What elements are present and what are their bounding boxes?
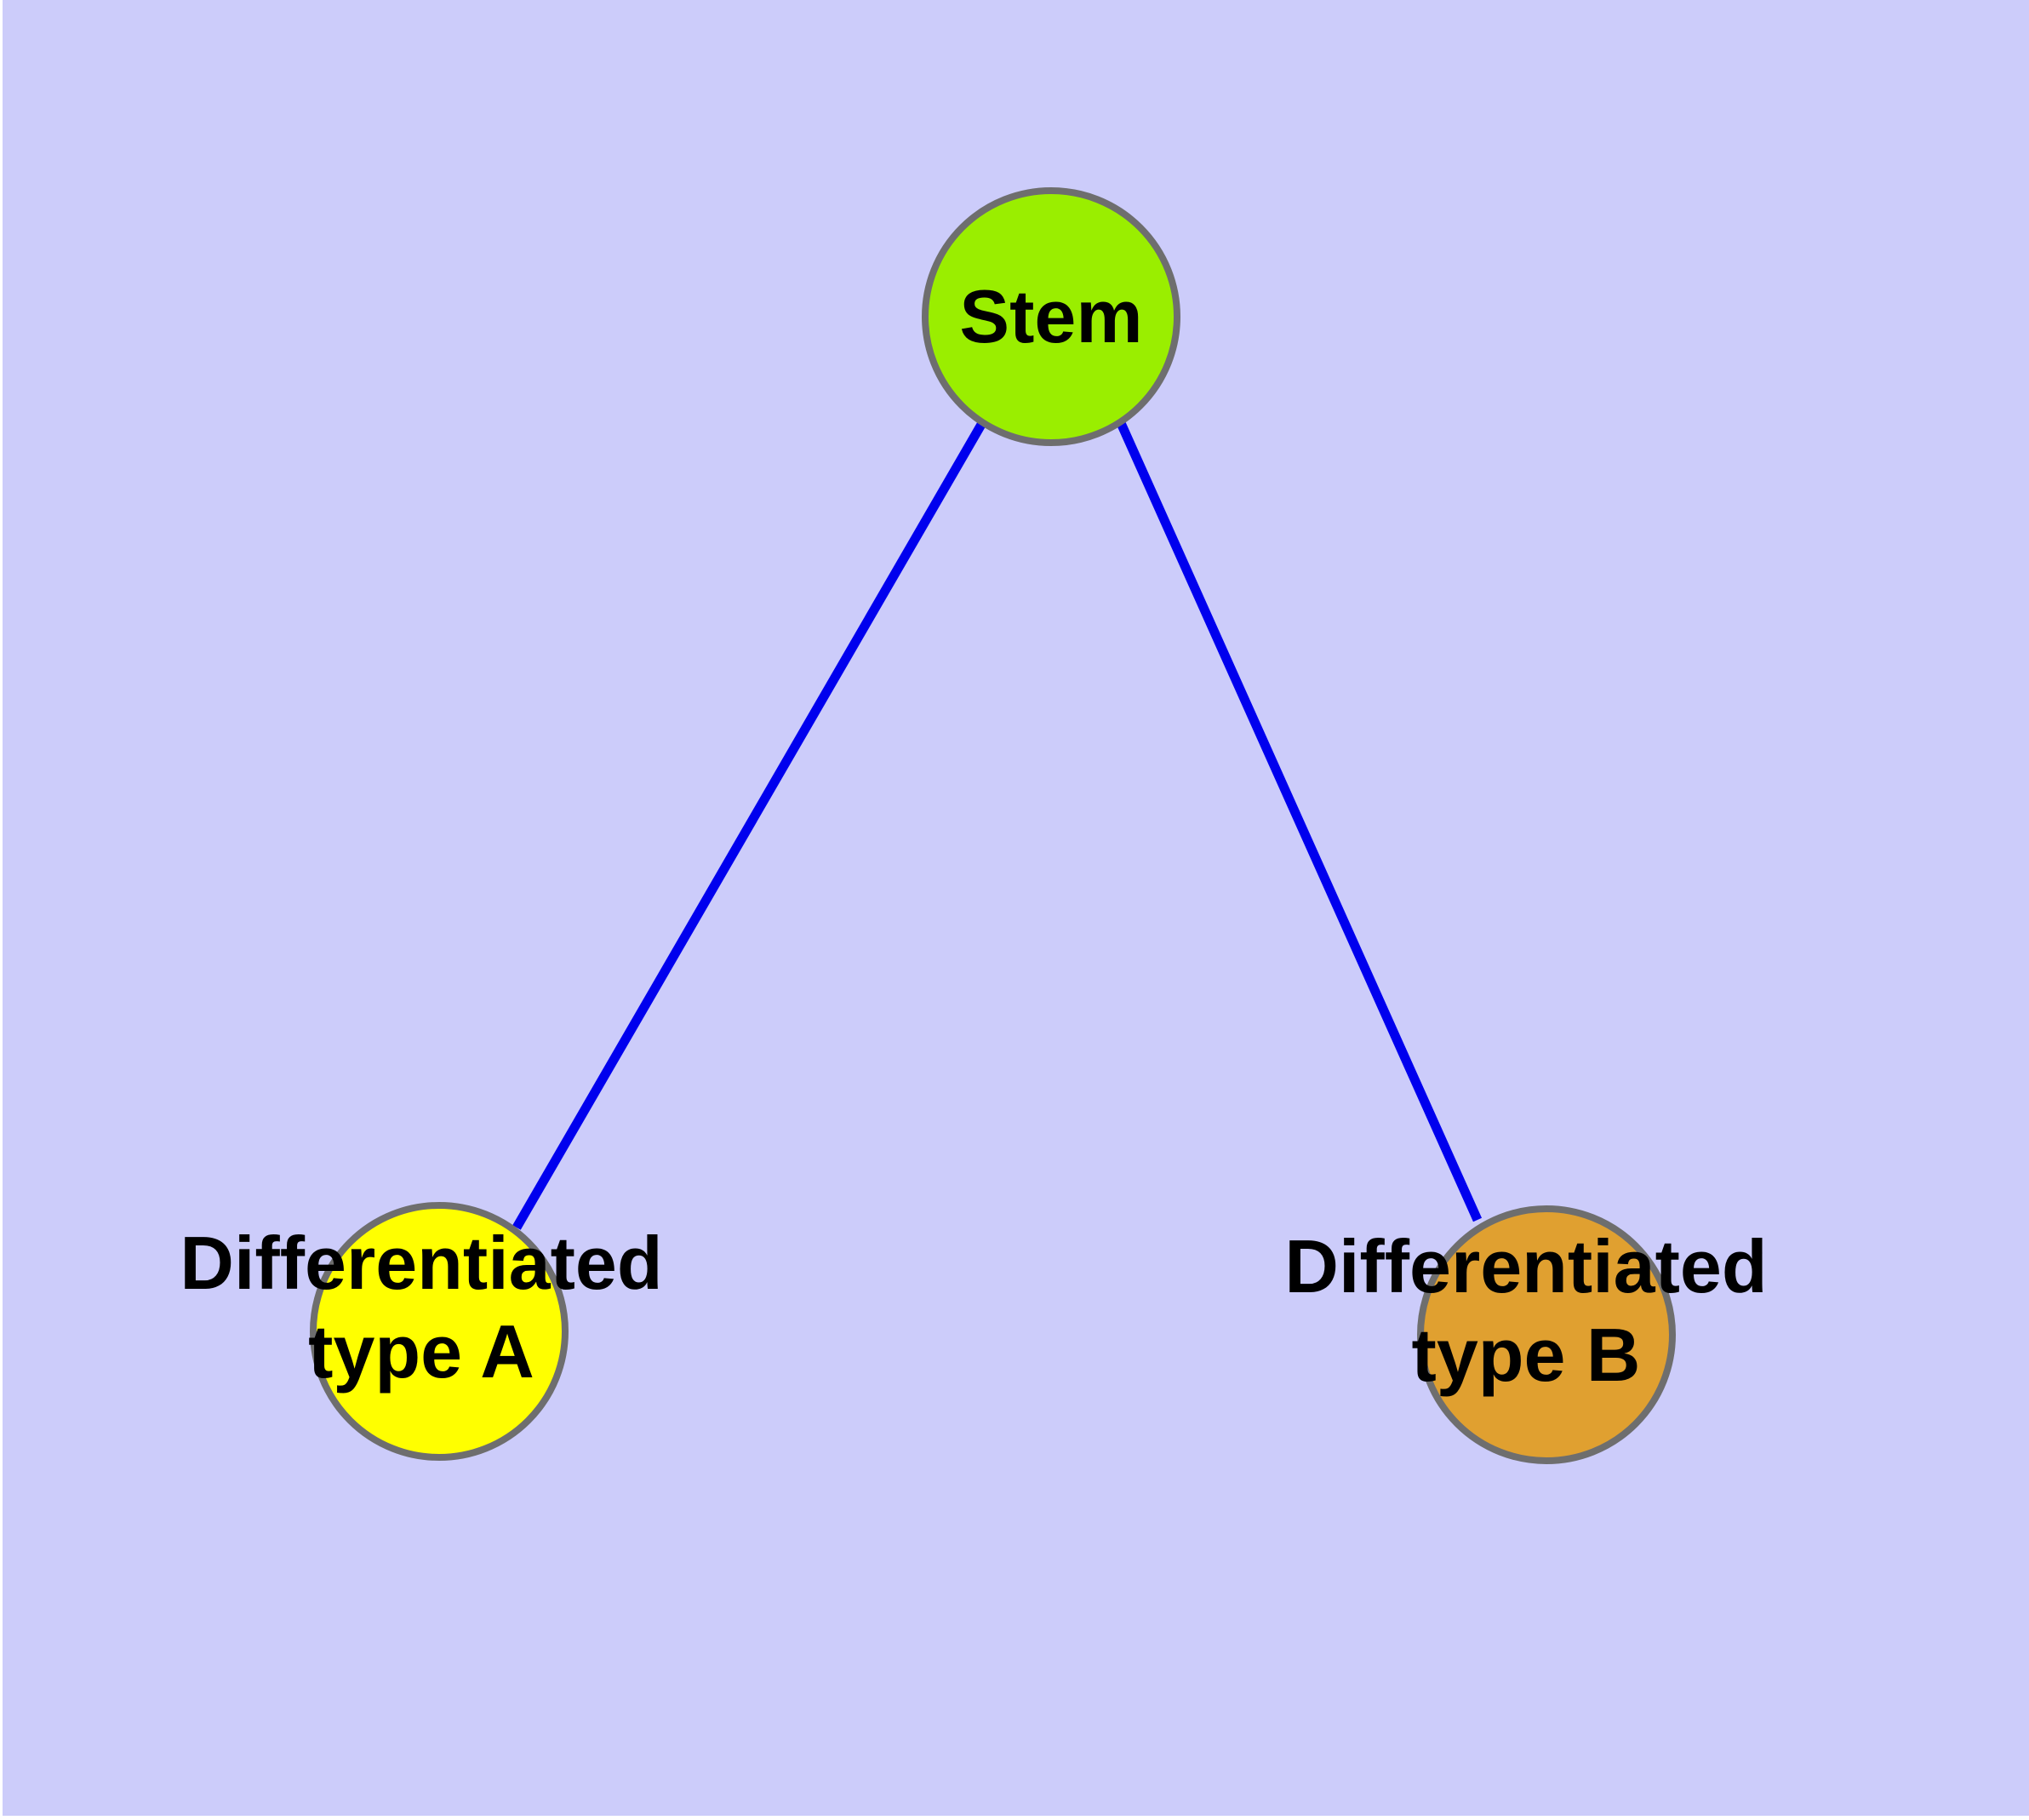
node-differentiated-type-a[interactable] [310, 1202, 569, 1461]
node-label-stem: Stem [959, 274, 1142, 358]
edge-stem-to-differentiated-type-a[interactable] [512, 421, 986, 1230]
node-circle-differentiated-type-a[interactable] [310, 1202, 569, 1461]
node-differentiated-type-b[interactable] [1417, 1205, 1676, 1464]
node-circle-differentiated-type-b[interactable] [1417, 1205, 1676, 1464]
edge-stem-to-differentiated-type-b[interactable] [1116, 421, 1483, 1222]
node-circle-stem[interactable] [922, 187, 1180, 446]
node-layer [310, 187, 1676, 1464]
node-stem[interactable] [922, 187, 1180, 446]
edge-layer [512, 421, 1483, 1230]
